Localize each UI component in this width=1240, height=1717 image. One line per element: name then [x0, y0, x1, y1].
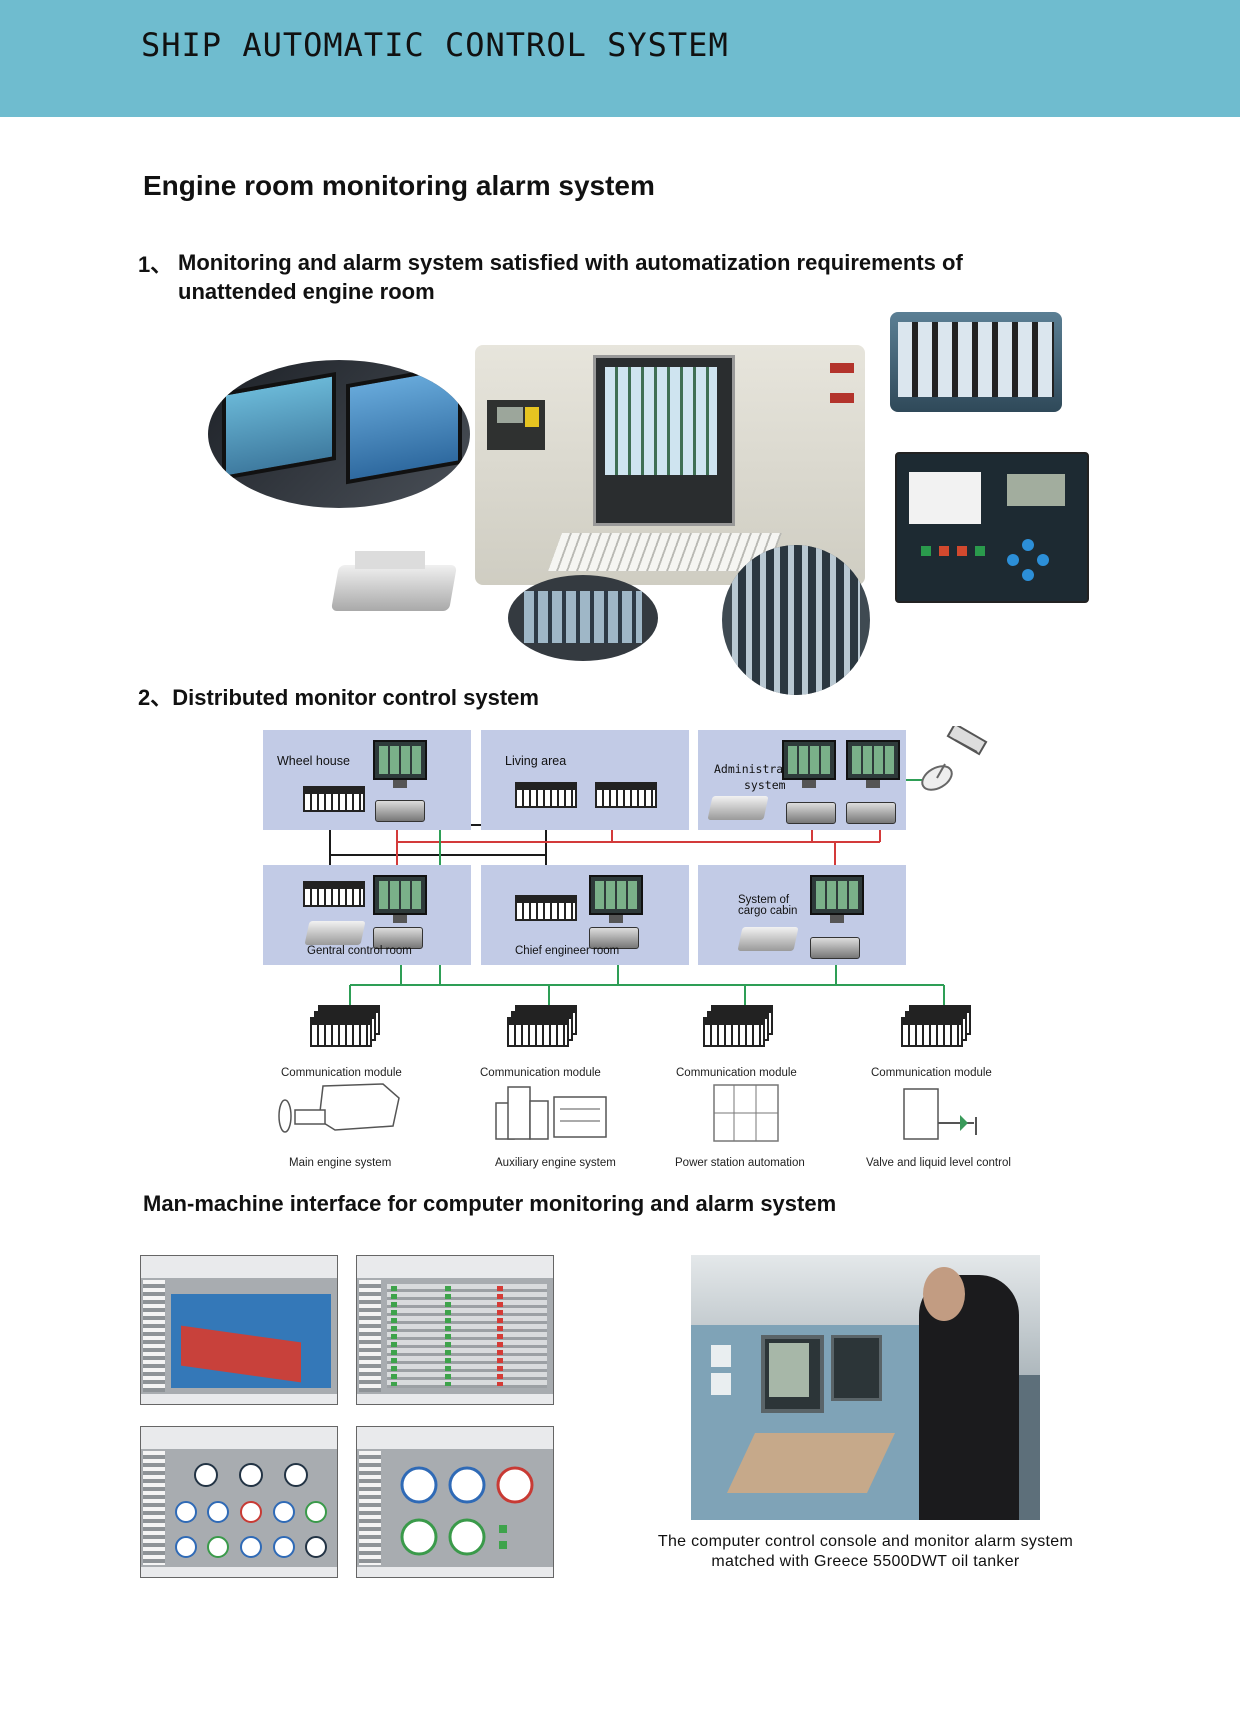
monitor-icon: [846, 740, 900, 788]
item1-heading-line1: Monitoring and alarm system satisfied wi…: [178, 250, 963, 275]
workstation-icon: [375, 800, 425, 822]
keyboard-icon: [303, 786, 365, 812]
workstation-icon: [846, 802, 896, 824]
section-title: Engine room monitoring alarm system: [143, 170, 655, 201]
wheel-house-label: Wheel house: [277, 754, 350, 768]
main-engine-icon: [278, 1083, 400, 1133]
item1-heading-line2: unattended engine room: [178, 279, 435, 304]
communication-module-label: Communication module: [676, 1067, 797, 1079]
photo-caption-line2: matched with Greece 5500DWT oil tanker: [711, 1553, 1020, 1570]
printer-icon: [707, 796, 769, 820]
satellite-icon: [921, 726, 988, 791]
header-title: SHIP AUTOMATIC CONTROL SYSTEM: [141, 26, 729, 64]
hmi-screen-gauges-small: [140, 1426, 338, 1578]
zone-chief-engineer-room: Chief engineer room: [481, 865, 689, 965]
large-gauges: [400, 1466, 534, 1556]
monitor-rack-photo: [890, 312, 1062, 412]
item2-heading: 2、Distributed monitor control system: [138, 685, 539, 710]
communication-module-icon: [703, 1005, 773, 1047]
communication-module-label: Communication module: [871, 1067, 992, 1079]
distributed-system-diagram: Wheel house Living area Administrative s…: [263, 726, 1011, 1169]
gauge-grid: [175, 1463, 327, 1558]
workstation-icon: [810, 937, 860, 959]
printer-photo: [330, 545, 458, 617]
zone-gentral-control-room: Gentral control room: [263, 865, 471, 965]
keyboard-icon: [303, 881, 365, 907]
zone-living-area: Living area: [481, 730, 689, 830]
keyboard-icon: [595, 782, 657, 808]
hmi-screen-alarm-list: [356, 1255, 554, 1405]
monitor-icon: [782, 740, 836, 788]
communication-module-label: Communication module: [480, 1067, 601, 1079]
communication-module-label: Communication module: [281, 1067, 402, 1079]
main-engine-system-label: Main engine system: [289, 1157, 392, 1169]
keyboard-icon: [515, 782, 577, 808]
printer-icon: [737, 927, 799, 951]
communication-module-icon: [310, 1005, 380, 1047]
hmi-heading: Man-machine interface for computer monit…: [143, 1191, 837, 1216]
monitor-icon: [373, 875, 427, 923]
monitor-icon: [810, 875, 864, 923]
touchscreen-panels-photo: [208, 360, 470, 508]
cargo-cabin-label: System of: [738, 894, 790, 906]
wiring-photo: [722, 545, 870, 695]
power-station-automation-label: Power station automation: [675, 1157, 805, 1169]
valve-level-icon: [903, 1088, 977, 1140]
gentral-control-room-label: Gentral control room: [307, 945, 412, 957]
photo-caption-line1: The computer control console and monitor…: [657, 1533, 1074, 1550]
zone-cargo-cabin: System of cargo cabin: [698, 865, 906, 965]
header-banner: [0, 0, 1240, 117]
zone-wheel-house: Wheel house: [263, 730, 471, 830]
hmi-screen-overview: [140, 1255, 338, 1405]
zone-administrative: Administrative system: [698, 730, 906, 830]
alarm-panel-photo: [895, 452, 1089, 603]
administrative-label-line2: system: [744, 778, 786, 792]
valve-liquid-level-label: Valve and liquid level control: [866, 1157, 1011, 1169]
living-area-label: Living area: [505, 754, 567, 768]
power-station-icon: [713, 1084, 779, 1142]
auxiliary-engine-system-label: Auxiliary engine system: [495, 1157, 616, 1169]
cargo-cabin-label-line2: cargo cabin: [738, 905, 798, 917]
chief-engineer-room-label: Chief engineer room: [515, 945, 620, 957]
diagram-connection-lines: [329, 771, 945, 1005]
printer-icon: [304, 921, 366, 945]
keyboard-icon: [515, 895, 577, 921]
communication-module-icon: [901, 1005, 971, 1047]
io-modules-photo: [508, 575, 658, 661]
workstation-icon: [373, 927, 423, 949]
workstation-icon: [786, 802, 836, 824]
workstation-icon: [589, 927, 639, 949]
communication-module-icon: [507, 1005, 577, 1047]
console-operator-photo: [691, 1255, 1040, 1520]
item1-number: 1、: [138, 252, 173, 277]
monitor-icon: [589, 875, 643, 923]
auxiliary-engine-icon: [495, 1086, 607, 1140]
monitor-icon: [373, 740, 427, 788]
hmi-screen-gauges-large: [356, 1426, 554, 1578]
